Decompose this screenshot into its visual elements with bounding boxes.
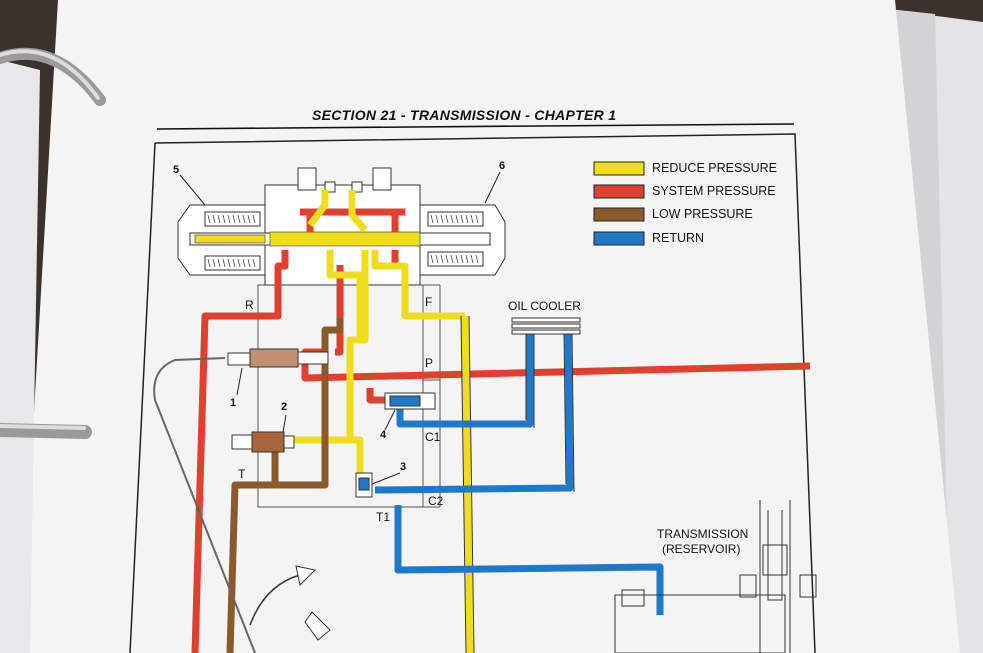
component-3-valve	[355, 472, 373, 498]
callout-2: 2	[281, 401, 288, 413]
legend-label-reduce: REDUCE PRESSURE	[652, 161, 778, 175]
legend-swatch-return	[593, 231, 645, 246]
control-cable	[153, 357, 256, 653]
transmission-reservoir-sketch	[614, 500, 817, 653]
callout-5: 5	[173, 164, 180, 176]
legend-swatch-system	[593, 184, 645, 199]
callout-1: 1	[230, 397, 237, 409]
legend-swatch-reduce	[593, 161, 645, 176]
legend-label-system: SYSTEM PRESSURE	[652, 184, 776, 198]
callout-3: 3	[400, 461, 407, 473]
legend-swatch-low	[593, 207, 645, 222]
legend-label-return: RETURN	[652, 231, 705, 245]
port-t: T	[238, 467, 246, 481]
section-header: SECTION 21 - TRANSMISSION - CHAPTER 1	[312, 107, 617, 123]
component-2-valve	[231, 431, 295, 453]
port-f: F	[425, 295, 433, 309]
oil-cooler-label: OIL COOLER	[508, 299, 581, 313]
port-c2: C2	[428, 494, 444, 508]
reservoir-label: (RESERVOIR)	[662, 542, 741, 556]
binder-ring-top	[0, 47, 106, 106]
oil-cooler-symbol	[511, 317, 581, 335]
low-pressure-lines	[226, 318, 344, 653]
transmission-label: TRANSMISSION	[657, 527, 749, 541]
reduce-pressure-lines	[290, 190, 474, 653]
component-4-valve	[384, 392, 436, 410]
port-t1: T1	[376, 510, 391, 524]
binder-ring-bottom	[0, 423, 92, 439]
port-c1: C1	[425, 430, 441, 444]
port-p: P	[425, 356, 434, 370]
callout-4: 4	[380, 429, 387, 441]
port-r: R	[245, 298, 254, 312]
callout-6: 6	[499, 160, 506, 172]
return-lines	[374, 331, 664, 615]
legend-label-low: LOW PRESSURE	[652, 207, 753, 221]
page-sheet	[20, 0, 960, 653]
component-1-valve	[227, 348, 329, 368]
